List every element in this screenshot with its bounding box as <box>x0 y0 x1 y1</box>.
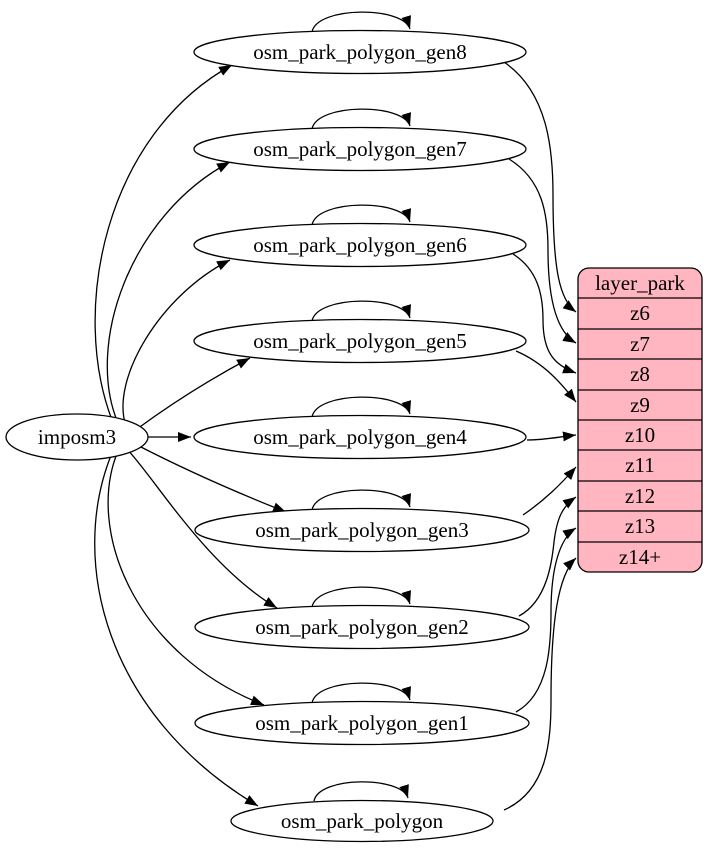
node-osm-park-polygon-gen8: osm_park_polygon_gen8 <box>193 29 527 75</box>
gen7-ellipse <box>193 126 527 172</box>
edge-imposm3-to-gen5 <box>136 357 251 430</box>
edge-gen3-to-z11 <box>522 466 577 516</box>
imposm3-label: imposm3 <box>38 425 116 449</box>
edge-gen1-to-z13 <box>515 527 577 713</box>
gen1-ellipse <box>194 700 530 746</box>
edge-imposm3-to-gen7 <box>106 161 231 424</box>
self-loop-gen6 <box>311 204 411 226</box>
layer-park-row-z6: z6 <box>630 301 650 325</box>
node-imposm3: imposm3 <box>5 413 149 461</box>
gen1-label: osm_park_polygon_gen1 <box>255 711 468 735</box>
layer-park-row-z8: z8 <box>630 362 650 386</box>
edge-imposm3-to-gen6 <box>122 259 231 427</box>
imposm3-ellipse <box>5 413 149 461</box>
layer-park-row-z13: z13 <box>625 514 655 538</box>
self-loop-gen4 <box>311 396 411 418</box>
edge-gen8-to-z6 <box>503 61 577 313</box>
layer-park-row-z11: z11 <box>625 453 655 477</box>
self-loop-gen1 <box>311 682 411 704</box>
node-osm-park-polygon-gen6: osm_park_polygon_gen6 <box>193 222 527 268</box>
gen6-label: osm_park_polygon_gen6 <box>253 233 466 257</box>
self-loop-gen7 <box>311 108 411 130</box>
node-osm-park-polygon-gen2: osm_park_polygon_gen2 <box>194 604 530 650</box>
node-osm-park-polygon-gen5: osm_park_polygon_gen5 <box>193 318 527 364</box>
layer-park-row-z12: z12 <box>625 484 655 508</box>
gen2-ellipse <box>194 604 530 650</box>
self-loop-gen8 <box>311 11 411 33</box>
edge-gen2-to-z12 <box>518 496 577 617</box>
gen3-label: osm_park_polygon_gen3 <box>255 518 468 542</box>
gen5-ellipse <box>193 318 527 364</box>
layer-park-row-z7: z7 <box>630 332 650 356</box>
edges-tables-to-layer <box>503 61 577 811</box>
edge-imposm3-to-gen8 <box>94 64 233 421</box>
edge-gen7-to-z7 <box>508 158 577 344</box>
node-osm-park-polygon-gen7: osm_park_polygon_gen7 <box>193 126 527 172</box>
gen4-ellipse <box>193 414 527 460</box>
node-layer-park: layer_park z6 z7 z8 z9 z10 z11 z12 z13 z… <box>577 267 703 573</box>
node-osm-park-polygon: osm_park_polygon <box>230 799 494 843</box>
gen8-ellipse <box>193 29 527 75</box>
gen6-ellipse <box>193 222 527 268</box>
polygon-ellipse <box>230 799 494 843</box>
node-osm-park-polygon-gen1: osm_park_polygon_gen1 <box>194 700 530 746</box>
edge-imposm3-to-gen2 <box>125 447 278 609</box>
edge-gen4-to-z10 <box>526 431 577 442</box>
node-osm-park-polygon-gen3: osm_park_polygon_gen3 <box>194 507 530 553</box>
edge-gen6-to-z8 <box>512 253 577 374</box>
layer-park-title: layer_park <box>595 271 685 295</box>
gen5-label: osm_park_polygon_gen5 <box>253 329 466 353</box>
self-loop-gen5 <box>311 300 411 322</box>
edge-imposm3-to-gen1 <box>107 450 265 706</box>
edge-imposm3-to-gen3 <box>136 444 287 513</box>
self-loop-polygon <box>313 781 409 802</box>
layer-park-row-z14: z14+ <box>619 545 661 569</box>
node-osm-park-polygon-gen4: osm_park_polygon_gen4 <box>193 414 527 460</box>
edge-polygon-to-z14 <box>503 557 577 811</box>
polygon-label: osm_park_polygon <box>281 809 444 833</box>
gen7-label: osm_park_polygon_gen7 <box>253 137 466 161</box>
layer-park-row-z9: z9 <box>630 393 650 417</box>
gen8-label: osm_park_polygon_gen8 <box>253 40 466 64</box>
gen4-label: osm_park_polygon_gen4 <box>253 425 467 449</box>
edges-source-to-tables <box>94 64 287 807</box>
edge-imposm3-to-polygon <box>94 452 259 807</box>
self-loop-gen2 <box>311 586 411 608</box>
gen3-ellipse <box>194 507 530 553</box>
edge-gen5-to-z9 <box>515 350 577 403</box>
gen2-label: osm_park_polygon_gen2 <box>255 615 468 639</box>
layer-park-row-z10: z10 <box>625 423 655 447</box>
self-loop-gen3 <box>311 489 411 511</box>
edges-self-loops <box>311 11 411 802</box>
